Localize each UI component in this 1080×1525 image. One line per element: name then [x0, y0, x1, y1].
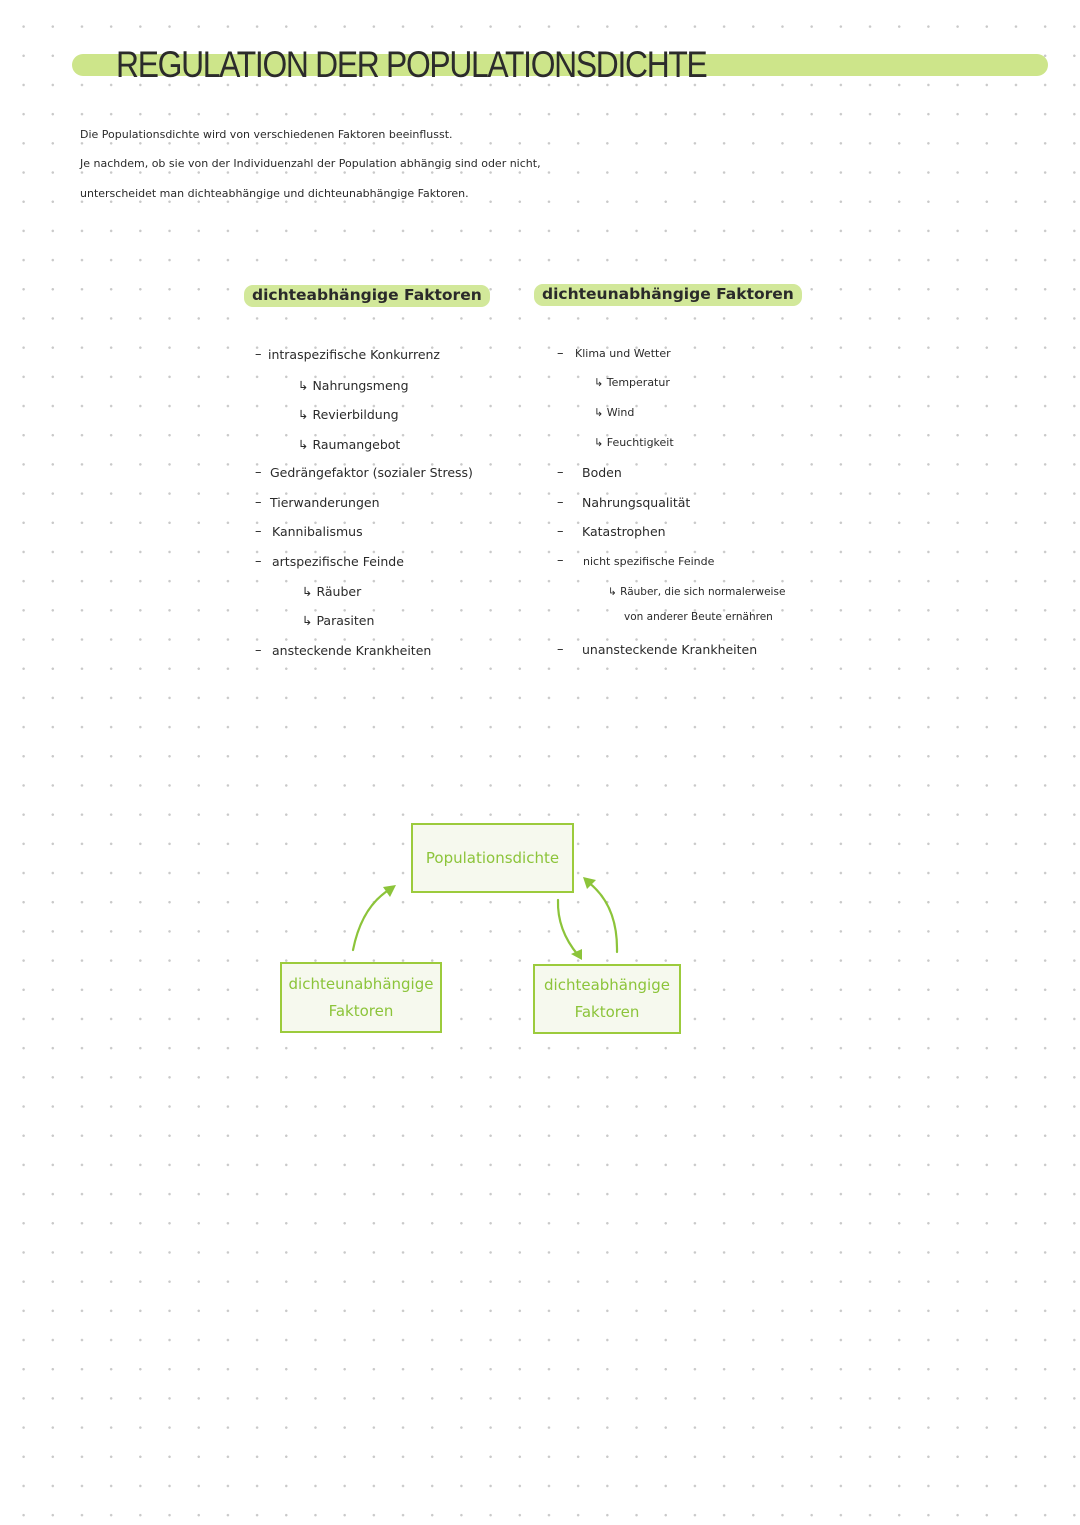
bullet-dash: – — [557, 553, 564, 568]
diagram-label-line-2: Faktoren — [328, 1001, 394, 1020]
heading-density-independent: dichteunabhängige Faktoren — [534, 284, 802, 306]
diagram-box-population-density: Populationsdichte — [411, 823, 574, 893]
bullet-dash: – — [557, 346, 564, 361]
list-subitem: ↳ Parasiten — [302, 613, 375, 628]
list-subitem: ↳ Revierbildung — [298, 407, 399, 422]
bullet-dash: – — [255, 524, 262, 539]
page-title: REGULATION DER POPULATIONSDICHTE — [116, 44, 708, 85]
list-item: Tierwanderungen — [270, 495, 380, 510]
arrowhead — [583, 877, 596, 889]
arrow-density-to-dependent — [556, 898, 580, 957]
list-subitem: ↳ Räuber, die sich normalerweise — [608, 586, 786, 598]
bullet-dash: – — [255, 495, 262, 510]
list-item: unansteckende Krankheiten — [582, 642, 758, 657]
intro-line-3: unterscheidet man dichteabhängige und di… — [80, 187, 469, 200]
arrow-dependent-to-density — [586, 880, 619, 954]
diagram-label-line-1: dichteabhängige — [544, 976, 670, 994]
list-item: Gedrängefaktor (sozialer Stress) — [270, 465, 473, 480]
diagram-label-line-1: dichteunabhängige — [288, 974, 434, 993]
diagram-label: Populationsdichte — [425, 848, 560, 867]
list-subitem: ↳ Raumangebot — [298, 437, 401, 452]
arrow-independent-to-density — [351, 886, 394, 952]
bullet-dash: – — [255, 465, 262, 480]
diagram-box-density-dependent: dichteabhängige Faktoren — [533, 964, 681, 1034]
list-subitem: ↳ Räuber — [302, 584, 362, 599]
list-item: nicht spezifische Feinde — [583, 555, 715, 568]
intro-line-2: Je nachdem, ob sie von der Individuenzah… — [80, 157, 541, 170]
list-item: Boden — [582, 465, 622, 480]
list-item: artspezifische Feinde — [272, 554, 404, 569]
bullet-dash: – — [557, 642, 564, 657]
list-subitem: ↳ Wind — [594, 406, 635, 419]
list-subitem-continued: von anderer Beute ernähren — [624, 611, 773, 623]
list-item: Kannibalismus — [272, 524, 363, 539]
list-item: ansteckende Krankheiten — [272, 643, 432, 658]
bullet-dash: – — [255, 347, 262, 362]
heading-density-dependent: dichteabhängige Faktoren — [244, 285, 490, 307]
list-subitem: ↳ Temperatur — [594, 376, 670, 389]
list-subitem: ↳ Feuchtigkeit — [594, 436, 674, 449]
bullet-dash: – — [255, 554, 262, 569]
bullet-dash: – — [557, 465, 564, 480]
intro-line-1: Die Populationsdichte wird von verschied… — [80, 128, 453, 141]
list-item: intraspezifische Konkurrenz — [268, 347, 440, 362]
list-subitem: ↳ Nahrungsmeng — [298, 378, 409, 393]
list-item: Nahrungsqualität — [582, 495, 691, 510]
title-highlight — [72, 54, 1048, 76]
arrowhead — [383, 885, 396, 897]
list-item: Klima und Wetter — [575, 347, 671, 360]
list-item: Katastrophen — [582, 524, 666, 539]
diagram-box-density-independent: dichteunabhängige Faktoren — [280, 962, 442, 1033]
bullet-dash: – — [557, 495, 564, 510]
diagram-label-line-2: Faktoren — [574, 1003, 640, 1021]
arrowhead — [571, 949, 582, 960]
bullet-dash: – — [255, 643, 262, 658]
bullet-dash: – — [557, 524, 564, 539]
